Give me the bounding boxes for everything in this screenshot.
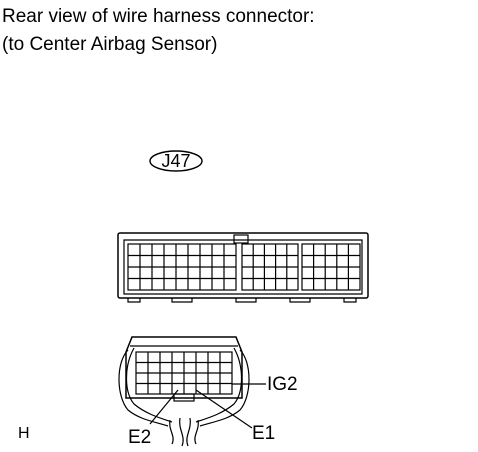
leader-line-e2 [149,389,179,425]
connector-code-label: J47 [161,151,191,171]
large-connector-inner-frame [123,239,363,295]
harness-wire-bundle [169,417,199,447]
large-connector-bottom-notches [127,298,357,303]
small-connector-pin-grid [135,351,233,395]
large-connector-housing [117,232,369,299]
small-connector [125,336,243,402]
leader-line-e1 [195,389,253,429]
large-connector-lock-tab [233,234,249,244]
harness-wire-right-inner [195,347,243,423]
pin-label-ig2: IG2 [267,374,298,395]
harness-wire-right-outer [199,349,250,427]
pin-label-e2: E2 [128,427,152,448]
harness-wire-left-outer [118,349,169,427]
caption-line-1: Rear view of wire harness connector: [2,6,315,27]
pin-label-e1: E1 [252,423,276,444]
large-connector [117,232,369,303]
connector-code-oval [149,150,203,172]
caption-line-2: (to Center Airbag Sensor) [2,34,218,55]
harness-wire-left-inner [125,347,173,423]
large-connector-pin-grid [127,243,361,291]
figure-code: H [18,425,30,442]
